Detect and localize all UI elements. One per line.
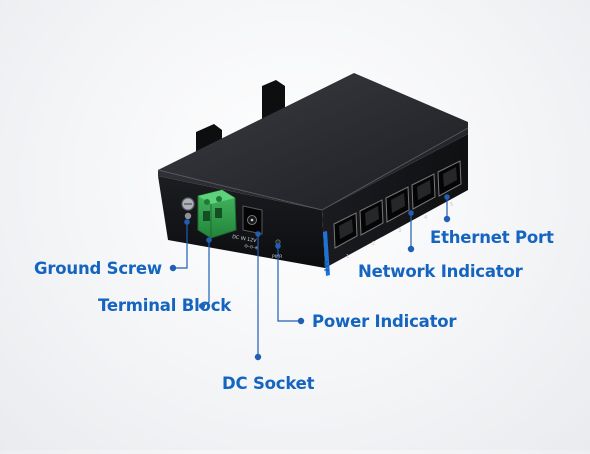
port-number-2: 2 <box>372 241 375 247</box>
accent-stripe <box>323 231 330 276</box>
terminal-block-label: Terminal Block <box>98 296 232 315</box>
ethernet-port-5 <box>437 160 462 197</box>
port-number-3: 3 <box>398 228 401 234</box>
network-indicator-label: Network Indicator <box>358 262 523 281</box>
dc-input-marking: DC IN 12V <box>232 234 258 244</box>
ground-screw-label: Ground Screw <box>34 259 162 278</box>
power-indicator-label: Power Indicator <box>312 312 457 331</box>
terminal-block <box>197 189 237 239</box>
ethernet-port-4 <box>411 173 436 210</box>
dc-socket-label: DC Socket <box>222 374 315 393</box>
leader-terminal-block <box>202 240 210 307</box>
pwr-marking: PWR <box>272 254 282 260</box>
ethernet-port-3 <box>385 186 410 223</box>
dc-socket <box>242 205 263 235</box>
port-number-4: 4 <box>424 215 427 221</box>
leader-power-indicator <box>277 246 300 322</box>
stripe-ridges <box>324 261 329 271</box>
housing-top <box>158 73 468 210</box>
leader-ground-screw <box>173 222 188 269</box>
port-number-1: 1 <box>346 254 349 260</box>
ethernet-port-1 <box>333 212 358 249</box>
ethernet-port-2 <box>359 199 384 236</box>
ethernet-port-label: Ethernet Port <box>430 228 554 247</box>
ethernet-ports <box>333 160 462 249</box>
port-number-5: 5 <box>450 202 453 208</box>
dc-polarity-marking: ⊖-⊙-⊕ <box>244 244 259 251</box>
port-numbers: 1 2 3 4 5 <box>346 202 453 260</box>
leader-lines <box>169 194 451 361</box>
ground-screw <box>181 197 195 220</box>
